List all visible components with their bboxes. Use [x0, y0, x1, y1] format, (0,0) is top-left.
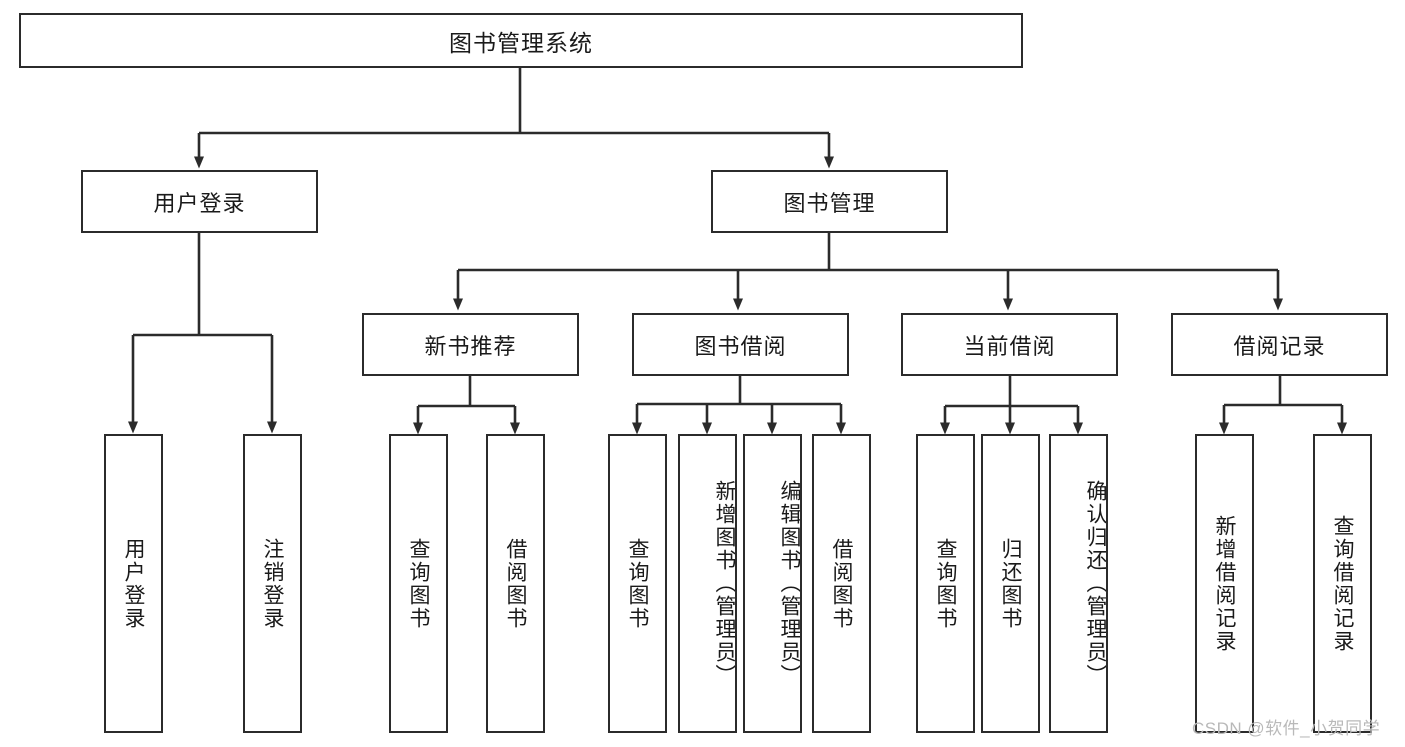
leaf-borrow-borrow-book[interactable]: 借阅图书 [812, 434, 871, 733]
node-root-system[interactable]: 图书管理系统 [19, 13, 1023, 68]
node-book-management[interactable]: 图书管理 [711, 170, 948, 233]
leaf-record-add-record[interactable]: 新增借阅记录 [1195, 434, 1254, 733]
node-current-borrow[interactable]: 当前借阅 [901, 313, 1118, 376]
node-book-borrow[interactable]: 图书借阅 [632, 313, 849, 376]
leaf-newbook-borrow-book[interactable]: 借阅图书 [486, 434, 545, 733]
leaf-user-login-do[interactable]: 用户登录 [104, 434, 163, 733]
leaf-record-query-record[interactable]: 查询借阅记录 [1313, 434, 1372, 733]
leaf-current-return-book[interactable]: 归还图书 [981, 434, 1040, 733]
node-user-login[interactable]: 用户登录 [81, 170, 318, 233]
leaf-current-confirm-return-admin[interactable]: 确认归还（管理员） [1049, 434, 1108, 733]
leaf-borrow-edit-book-admin[interactable]: 编辑图书（管理员） [743, 434, 802, 733]
leaf-user-logout[interactable]: 注销登录 [243, 434, 302, 733]
leaf-borrow-query-book[interactable]: 查询图书 [608, 434, 667, 733]
node-new-book-recommend[interactable]: 新书推荐 [362, 313, 579, 376]
leaf-current-query-book[interactable]: 查询图书 [916, 434, 975, 733]
node-borrow-record[interactable]: 借阅记录 [1171, 313, 1388, 376]
leaf-borrow-add-book-admin[interactable]: 新增图书（管理员） [678, 434, 737, 733]
leaf-newbook-query-book[interactable]: 查询图书 [389, 434, 448, 733]
csdn-watermark: CSDN @软件_小贺同学 [1192, 719, 1381, 738]
